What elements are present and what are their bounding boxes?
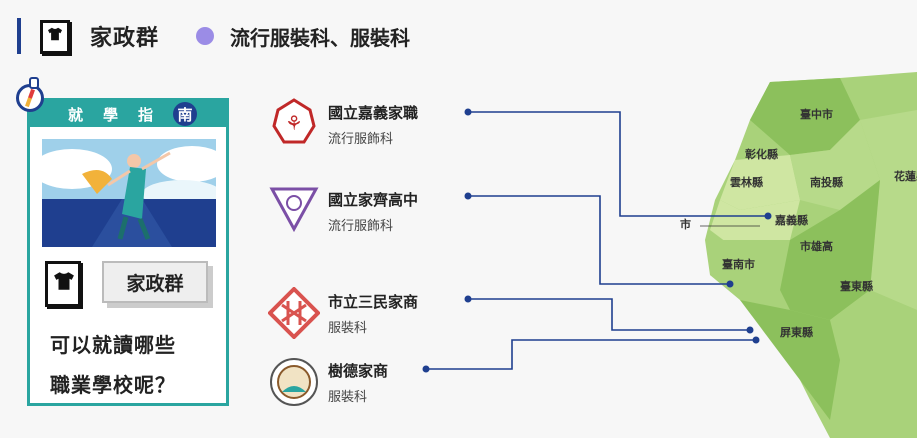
school-name: 樹德家商	[328, 362, 389, 380]
study-guide-card: 就 學 指 南 家政群 可以就讀哪些 職業學校呢？	[27, 98, 229, 406]
question-text: 可以就讀哪些	[50, 333, 176, 357]
guide-heading: 就 學 指 南	[30, 101, 226, 127]
tshirt-icon	[40, 20, 70, 54]
school-name: 市立三民家商	[328, 293, 419, 311]
school-dept: 流行服飾科	[328, 219, 394, 234]
school-dept: 流行服飾科	[328, 132, 394, 147]
header-accent-bar	[17, 18, 21, 54]
guide-heading-char: 指	[138, 105, 154, 124]
chiayi-vocational-logo: ⚘	[268, 96, 320, 148]
guide-heading-char: 學	[103, 105, 119, 124]
map-label: 嘉義縣	[774, 213, 808, 227]
map-label: 南投縣	[810, 175, 843, 189]
school-name: 國立家齊高中	[328, 191, 419, 209]
page-title: 家政群	[90, 26, 160, 51]
question-text: 職業學校呢？	[50, 373, 176, 397]
group-label: 家政群	[102, 261, 208, 303]
svg-text:⚘: ⚘	[285, 111, 303, 135]
guide-heading-char: 南	[173, 102, 198, 126]
school-name: 國立嘉義家職	[328, 104, 419, 122]
jiaqi-high-school-logo	[268, 183, 320, 235]
map-label: 市雄高	[800, 239, 833, 253]
school-dept: 服裝科	[328, 321, 368, 336]
bullet-dot	[196, 27, 214, 45]
dancer-illustration	[42, 139, 216, 247]
school-dept: 服裝科	[328, 390, 368, 405]
map-label: 彰化縣	[745, 147, 778, 161]
tshirt-icon	[45, 261, 81, 307]
map-label: 臺東縣	[840, 279, 873, 293]
guide-heading-char: 就	[68, 105, 84, 124]
sanmin-commercial-logo	[267, 286, 321, 340]
map-label: 屏東縣	[780, 325, 813, 339]
taiwan-map: 臺中市 彰化縣 雲林縣 南投縣 花蓮縣 嘉義市 嘉義縣 臺南市 市雄高 臺東縣 …	[680, 72, 917, 438]
map-label: 花蓮縣	[894, 169, 917, 183]
map-label: 臺南市	[722, 257, 755, 271]
page-subtitle: 流行服裝科、服裝科	[230, 26, 410, 50]
map-label: 雲林縣	[730, 175, 763, 189]
map-label: 嘉義市	[680, 217, 691, 231]
shude-commercial-logo	[268, 356, 320, 408]
compass-icon	[16, 77, 44, 112]
map-label: 臺中市	[800, 107, 833, 121]
